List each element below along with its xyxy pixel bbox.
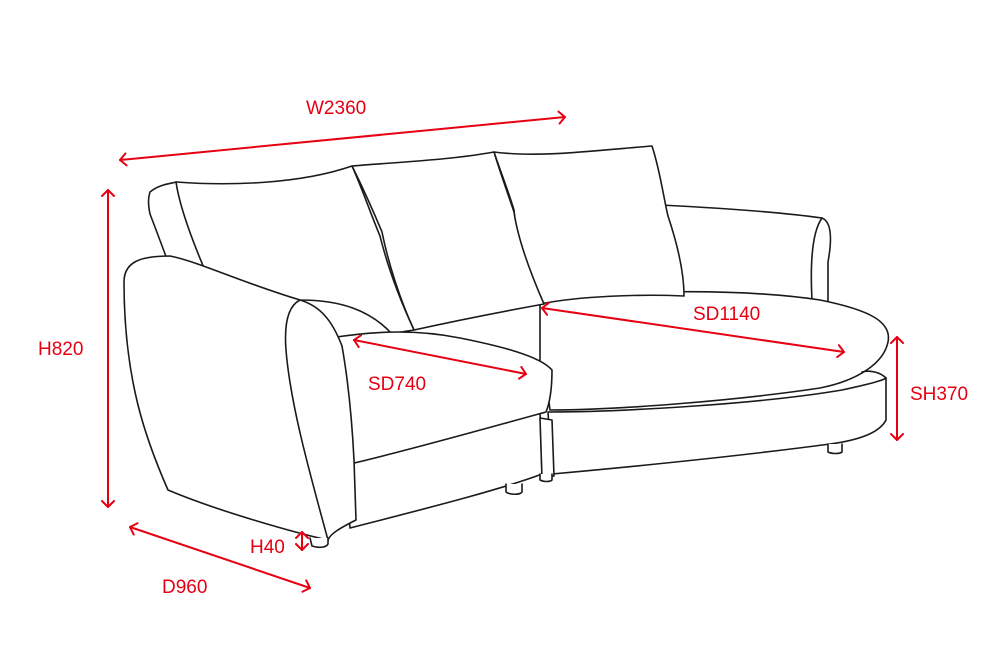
dimension-lines <box>101 110 904 593</box>
right-arm <box>659 204 832 305</box>
depth-arrow <box>129 522 311 593</box>
width-label: W2360 <box>306 98 366 119</box>
leg-height-label: H40 <box>250 537 285 558</box>
width-arrow <box>119 110 566 167</box>
depth-label: D960 <box>162 577 207 598</box>
seat-depth-right-arrow <box>541 301 845 359</box>
seat-depth-right-label: SD1140 <box>693 304 760 325</box>
height-label: H820 <box>38 339 83 360</box>
seat-height-label: SH370 <box>910 384 968 405</box>
chaise-base <box>547 377 887 475</box>
seat-depth-left-label: SD740 <box>368 374 426 395</box>
sofa-drawing <box>123 145 890 549</box>
left-arm <box>123 255 357 541</box>
seat-divider <box>539 417 555 479</box>
dimension-labels: W2360 H820 D960 H40 SD740 SD1140 SH370 <box>38 98 968 598</box>
seat-depth-left-arrow <box>353 334 527 380</box>
